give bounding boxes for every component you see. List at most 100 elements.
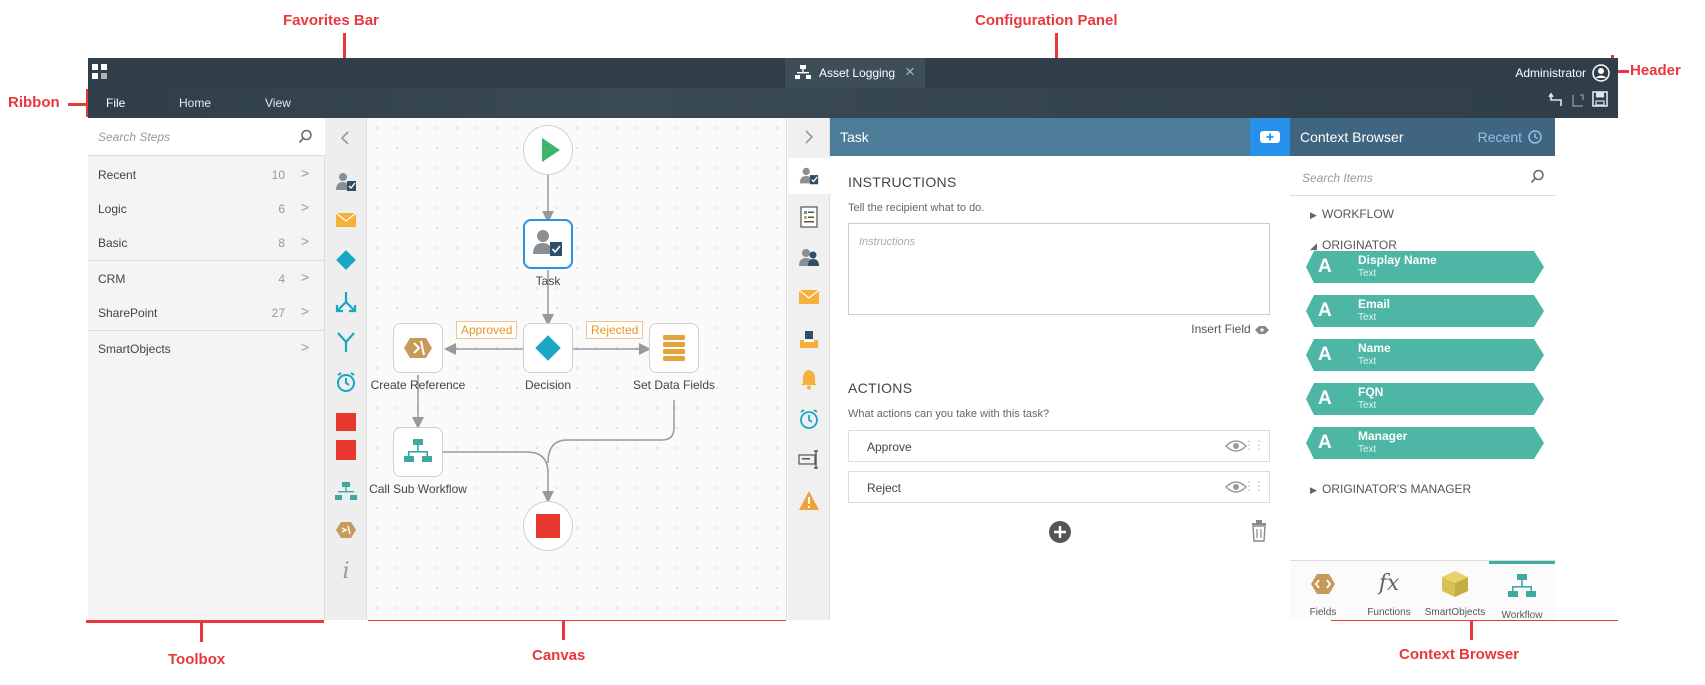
field-type: Text [1358, 312, 1377, 323]
inbox-icon[interactable] [798, 328, 820, 350]
search-items-input[interactable]: Search Items [1290, 156, 1555, 196]
tab-label: Fields [1309, 607, 1337, 618]
user-menu[interactable]: Administrator [1515, 64, 1610, 82]
ribbon-home[interactable]: Home [179, 96, 212, 110]
timer-icon[interactable] [798, 408, 820, 430]
ribbon: File Home View [88, 88, 1618, 118]
tab-fields[interactable]: Fields [1290, 561, 1356, 620]
section-workflow[interactable]: ▶WORKFLOW [1310, 207, 1394, 221]
stop-step-icon[interactable] [334, 438, 358, 462]
decision-step-icon[interactable] [334, 248, 358, 272]
end-node[interactable] [523, 501, 573, 551]
start-node[interactable] [523, 125, 573, 175]
set-data-fields-node[interactable] [649, 323, 699, 373]
search-steps-input[interactable]: Search Steps [88, 118, 325, 156]
field-fqn[interactable]: A FQN Text [1306, 383, 1544, 415]
warning-icon[interactable] [798, 490, 820, 512]
toolbox-category-smartobjects[interactable]: SmartObjects> [88, 331, 325, 365]
app-grid-icon[interactable] [92, 64, 108, 80]
instructions-hint: Tell the recipient what to do. [848, 202, 985, 214]
tab-smartobjects[interactable]: SmartObjects [1422, 561, 1488, 620]
timer-step-icon[interactable] [334, 370, 358, 394]
section-originators-manager[interactable]: ▶ORIGINATOR'S MANAGER [1310, 482, 1471, 496]
field-type: Text [1358, 400, 1377, 411]
action-row-reject[interactable]: Reject ⋮⋮ [848, 471, 1270, 503]
section-originator[interactable]: ◢ORIGINATOR [1310, 238, 1397, 252]
ribbon-view[interactable]: View [265, 96, 291, 110]
undo-icon[interactable] [1548, 92, 1564, 108]
task-step-icon[interactable] [798, 165, 820, 187]
chevron-right-icon: > [300, 199, 309, 215]
create-reference-node[interactable] [393, 323, 443, 373]
chevron-right-icon: > [300, 303, 309, 319]
form-icon[interactable] [798, 206, 820, 228]
tab-workflow[interactable]: Workflow [1489, 561, 1555, 620]
toolbox-category-label: SharePoint [98, 306, 158, 320]
recent-button[interactable]: Recent [1478, 129, 1542, 145]
chevron-right-icon: > [300, 165, 309, 181]
redo-icon[interactable] [1570, 92, 1586, 108]
call-sub-workflow-node-label: Call Sub Workflow [369, 482, 467, 496]
recipients-icon[interactable] [798, 246, 820, 268]
add-action-icon[interactable] [1048, 520, 1072, 544]
task-node[interactable] [523, 219, 573, 269]
instructions-textarea[interactable]: Instructions [848, 223, 1270, 315]
field-type: Text [1358, 444, 1377, 455]
create-reference-node-label: Create Reference [370, 378, 466, 392]
save-icon[interactable] [1592, 91, 1608, 107]
field-name-item[interactable]: A Name Text [1306, 339, 1544, 371]
insert-field-icon [1255, 325, 1269, 334]
field-email[interactable]: A Email Text [1306, 295, 1544, 327]
expand-panel-button[interactable] [1250, 118, 1290, 156]
end-step-icon[interactable] [334, 410, 358, 434]
field-chip-shape [1306, 427, 1544, 459]
split-step-icon[interactable] [334, 290, 358, 314]
favorites-bar: i [325, 118, 367, 620]
close-icon[interactable]: × [905, 62, 915, 81]
approved-branch-label: Approved [456, 321, 518, 339]
section-label: ORIGINATOR [1322, 238, 1397, 252]
field-display-name[interactable]: A Display Name Text [1306, 251, 1544, 283]
canvas[interactable]: Task Decision Approved Rejected Create R… [367, 118, 787, 620]
eye-icon[interactable] [1225, 439, 1247, 453]
call-sub-workflow-node[interactable] [393, 427, 443, 477]
toolbox-category-count: 4 [278, 272, 285, 286]
document-tab[interactable]: Asset Logging × [785, 58, 925, 88]
insert-field-label: Insert Field [1191, 322, 1251, 336]
collapse-chevron-icon[interactable] [334, 126, 358, 150]
drag-handle-icon[interactable]: ⋮⋮ [1243, 479, 1265, 493]
field-manager[interactable]: A Manager Text [1306, 427, 1544, 459]
annotation-line [1470, 620, 1473, 640]
info-icon[interactable]: i [342, 559, 350, 584]
email-icon[interactable] [798, 286, 820, 308]
ribbon-file[interactable]: File [106, 96, 126, 110]
search-icon[interactable] [1530, 169, 1545, 184]
search-icon[interactable] [298, 129, 313, 144]
email-step-icon[interactable] [334, 208, 358, 232]
bell-icon[interactable] [798, 368, 820, 390]
reference-step-icon [404, 338, 432, 358]
merge-step-icon[interactable] [334, 330, 358, 354]
field-chip-shape [1306, 295, 1544, 327]
trash-icon[interactable] [1250, 520, 1268, 542]
chevron-right-icon[interactable] [798, 126, 820, 148]
decision-node[interactable] [523, 323, 573, 373]
reference-step-icon[interactable] [334, 518, 358, 542]
decision-step-icon [535, 335, 561, 361]
annotation-favorites-bar: Favorites Bar [283, 12, 379, 29]
insert-field-button[interactable]: Insert Field [1191, 322, 1270, 336]
eye-icon[interactable] [1225, 480, 1247, 494]
text-field-icon[interactable] [798, 448, 820, 470]
action-row-approve[interactable]: Approve ⋮⋮ [848, 430, 1270, 462]
toolbox-category-count: 6 [278, 202, 285, 216]
sub-workflow-step-icon[interactable] [334, 480, 358, 504]
config-tab-active [788, 158, 830, 194]
tab-functions[interactable]: fx Functions [1356, 561, 1422, 620]
drag-handle-icon[interactable]: ⋮⋮ [1243, 438, 1265, 452]
task-step-icon[interactable] [334, 170, 358, 194]
